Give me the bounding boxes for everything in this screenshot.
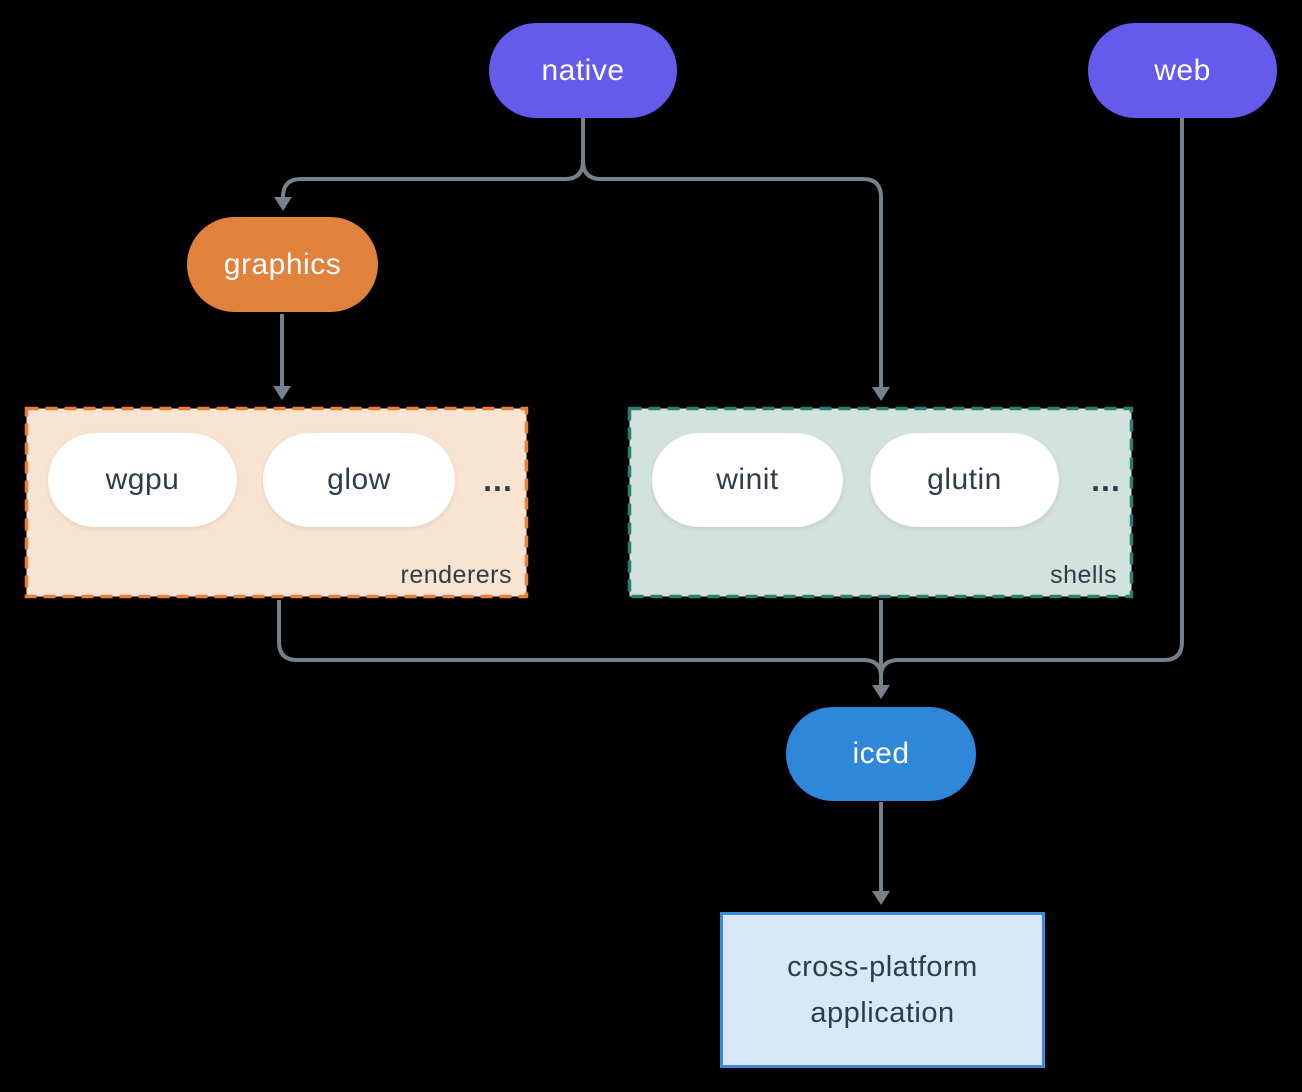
node-winit: winit (652, 433, 843, 527)
group-shells: winit glutin ... shells (628, 407, 1133, 598)
node-web: web (1088, 23, 1277, 118)
node-wgpu: wgpu (48, 433, 237, 527)
node-glow: glow (263, 433, 455, 527)
node-graphics: graphics (187, 217, 378, 312)
node-web-label: web (1154, 53, 1211, 87)
group-renderers: wgpu glow ... renderers (25, 407, 528, 598)
node-graphics-label: graphics (223, 247, 342, 281)
node-iced: iced (786, 707, 976, 801)
renderers-group-label: renderers (400, 561, 512, 589)
node-app-label: cross-platform application (787, 951, 978, 1029)
arrowhead-renderers (273, 386, 291, 400)
renderers-ellipsis: ... (483, 461, 513, 498)
arrowhead-app (872, 891, 890, 905)
connector-renderers-to-iced (277, 600, 883, 677)
node-native: native (489, 23, 677, 118)
shells-ellipsis: ... (1091, 461, 1121, 498)
arrowhead-iced (872, 685, 890, 699)
connector-native-to-shells (581, 117, 883, 389)
node-winit-label: winit (716, 463, 779, 496)
node-native-label: native (541, 53, 625, 87)
node-glutin-label: glutin (927, 463, 1002, 496)
arrowhead-graphics (274, 197, 292, 211)
connector-web-to-iced (879, 117, 1184, 677)
node-cross-platform-application: cross-platform application (720, 912, 1045, 1068)
arrowhead-shells (872, 387, 890, 401)
node-glutin: glutin (870, 433, 1059, 527)
node-iced-label: iced (852, 737, 910, 770)
connector-native-to-graphics (281, 117, 585, 199)
shells-group-label: shells (1050, 561, 1117, 589)
node-glow-label: glow (327, 463, 391, 496)
node-wgpu-label: wgpu (105, 463, 180, 496)
